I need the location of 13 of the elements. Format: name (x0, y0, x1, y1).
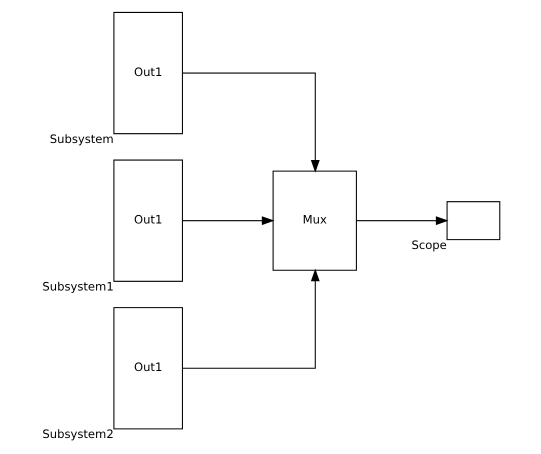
node-label: Subsystem1 (42, 280, 114, 294)
node-label: Scope (411, 238, 446, 252)
arrow (356, 216, 448, 226)
node-label: Subsystem (49, 132, 114, 146)
node-box: Out1 (112, 12, 182, 134)
arrow (182, 72, 320, 173)
node-box: Out1 (112, 307, 182, 430)
node-label: Subsystem2 (42, 427, 114, 442)
node-box (446, 201, 500, 240)
arrow (182, 216, 274, 226)
node-box: Out1 (112, 160, 182, 282)
arrow (182, 268, 320, 369)
node-box: Mux (272, 170, 356, 271)
